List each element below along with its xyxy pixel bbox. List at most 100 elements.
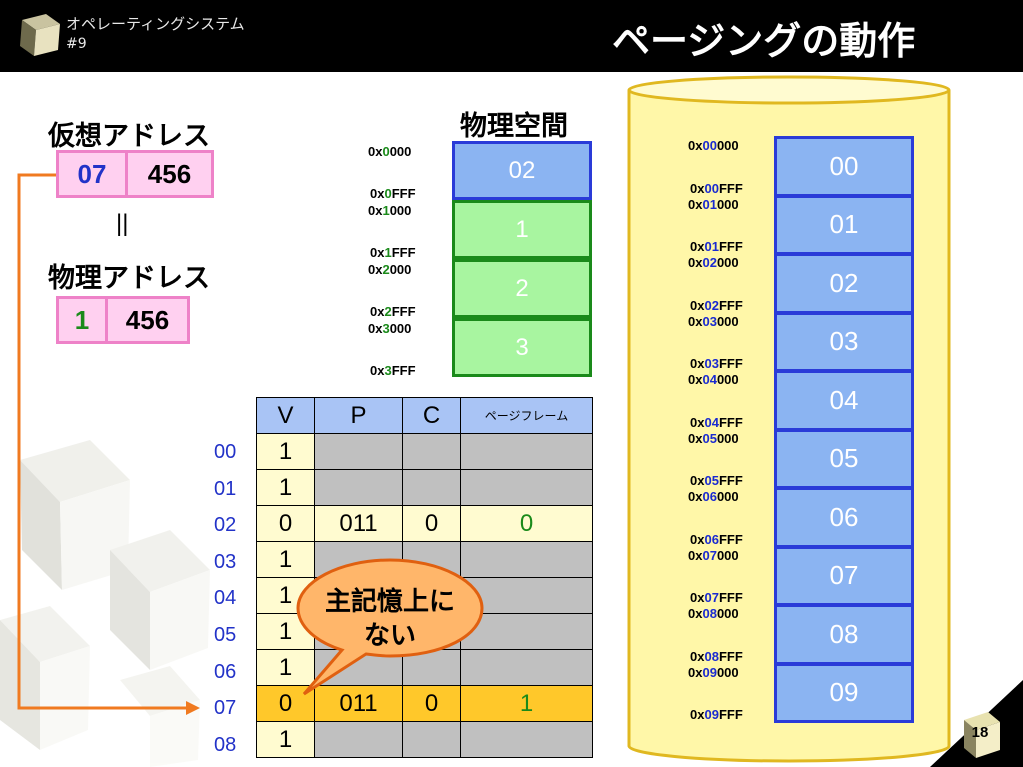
physical-frame-start-address: 0x1000 <box>368 203 412 218</box>
cell-p <box>314 469 403 506</box>
callout-line-2: ない <box>363 621 416 651</box>
cell-p: 011 <box>314 505 403 542</box>
slide-title: ページングの動作 <box>612 19 916 63</box>
col-header-v: V <box>256 397 315 434</box>
disk-page-06: 06 <box>774 487 914 548</box>
page-table-row-label: 07 <box>214 697 237 720</box>
disk-page-04: 04 <box>774 370 914 431</box>
physical-frame-2: 2 <box>452 259 592 318</box>
table-row: 1 <box>256 433 593 470</box>
cell-c: 0 <box>402 505 461 542</box>
page-table-row-label: 06 <box>214 660 237 683</box>
cube-logo-icon <box>20 14 60 56</box>
callout-bubble <box>296 558 484 696</box>
disk-page-start-address: 0x02000 <box>688 255 739 270</box>
physical-frame-1: 1 <box>452 200 592 259</box>
page-table-row-label: 03 <box>214 550 237 573</box>
cell-page-frame <box>460 649 593 686</box>
cell-v: 1 <box>256 721 315 758</box>
course-name: オペレーティングシステム <box>66 15 245 33</box>
physical-frame-number: 1 <box>74 304 90 335</box>
table-row: 1 <box>256 469 593 506</box>
physical-frame-start-address: 0x0000 <box>368 144 412 159</box>
cell-c: 0 <box>402 685 461 722</box>
disk-page-07: 07 <box>774 545 914 606</box>
cell-p <box>314 433 403 470</box>
cell-page-frame <box>460 469 593 506</box>
disk-page-start-address: 0x09000 <box>688 664 739 680</box>
disk-page-03: 03 <box>774 311 914 372</box>
disk-page-end-address: 0x05FFF <box>690 473 743 488</box>
physical-frame-end-address: 0x3FFF <box>370 363 416 378</box>
cell-v: 0 <box>256 505 315 542</box>
physical-offset: 456 <box>105 299 187 341</box>
cell-v: 0 <box>256 685 315 722</box>
disk-page-start-address: 0x08000 <box>688 606 739 621</box>
table-row: 1 <box>256 721 593 758</box>
virtual-address-label: 仮想アドレス <box>48 121 210 152</box>
col-header-page-frame: ページフレーム <box>460 397 593 434</box>
page-table-row-label: 05 <box>214 624 237 646</box>
cell-c <box>402 721 461 758</box>
physical-frame-end-address: 0x0FFF <box>370 186 416 201</box>
physical-frame-end-address: 0x2FFF <box>370 304 416 319</box>
lecture-number: #9 <box>66 36 87 52</box>
page-table-row-label: 01 <box>214 477 237 500</box>
cell-v: 1 <box>256 649 315 686</box>
lookup-arrow <box>17 173 200 715</box>
cell-page-frame: 1 <box>460 685 593 722</box>
disk-page-end-address: 0x07FFF <box>690 590 743 605</box>
cell-v: 1 <box>256 433 315 470</box>
disk-page-05: 05 <box>774 428 914 489</box>
page-table-row-label: 08 <box>214 733 237 756</box>
disk-page-08: 08 <box>774 604 914 665</box>
virtual-address-box: 07 456 <box>56 150 214 198</box>
cell-c <box>402 469 461 506</box>
cell-page-frame <box>460 721 593 758</box>
disk-page-start-address: 0x07000 <box>688 547 739 563</box>
col-header-p: P <box>314 397 403 434</box>
disk-page-end-address: 0x09FFF <box>690 707 743 722</box>
callout-text: 主記憶上に ない <box>302 585 478 653</box>
physical-address-box: 1 456 <box>56 296 190 344</box>
callout-line-1: 主記憶上に <box>324 587 455 617</box>
cell-v: 1 <box>256 469 315 506</box>
header-bar: オペレーティングシステム #9 ページングの動作 <box>0 0 1023 72</box>
cell-page-frame: 0 <box>460 505 593 542</box>
page-table-row-label: 00 <box>214 441 237 463</box>
disk-page-end-address: 0x08FFF <box>690 648 743 664</box>
physical-space-title: 物理空間 <box>460 111 568 142</box>
physical-frame-3: 3 <box>452 318 592 377</box>
physical-address-label: 物理アドレス <box>48 263 210 294</box>
disk-page-start-address: 0x00000 <box>688 138 739 153</box>
cell-p <box>314 721 403 758</box>
disk-page-09: 09 <box>774 662 914 723</box>
disk-page-start-address: 0x01000 <box>688 196 739 212</box>
disk-page-end-address: 0x04FFF <box>690 414 743 430</box>
slide-number-cube-icon <box>930 680 1023 767</box>
physical-frame-end-address: 0x1FFF <box>370 245 416 260</box>
slide-number: 18 <box>971 724 989 741</box>
physical-frame-start-address: 0x2000 <box>368 262 412 277</box>
equals-sign: || <box>116 210 129 237</box>
disk-page-end-address: 0x02FFF <box>690 297 743 313</box>
disk-page-02: 02 <box>774 253 914 314</box>
page-table-row-label: 02 <box>214 514 237 537</box>
table-row: 1 <box>256 649 593 686</box>
disk-page-end-address: 0x06FFF <box>690 531 743 547</box>
col-header-c: C <box>402 397 461 434</box>
disk-page-end-address: 0x03FFF <box>690 356 743 371</box>
page-table-row-label: 04 <box>214 587 237 610</box>
disk-page-end-address: 0x00FFF <box>690 180 743 196</box>
disk-page-01: 01 <box>774 194 914 255</box>
disk-page-00: 00 <box>774 136 914 197</box>
physical-frame-0: 02 <box>452 141 592 200</box>
disk-page-start-address: 0x05000 <box>688 430 739 446</box>
disk-page-start-address: 0x06000 <box>688 489 739 504</box>
disk-page-end-address: 0x01FFF <box>690 239 743 254</box>
virtual-offset: 456 <box>125 153 211 195</box>
cell-page-frame <box>460 433 593 470</box>
